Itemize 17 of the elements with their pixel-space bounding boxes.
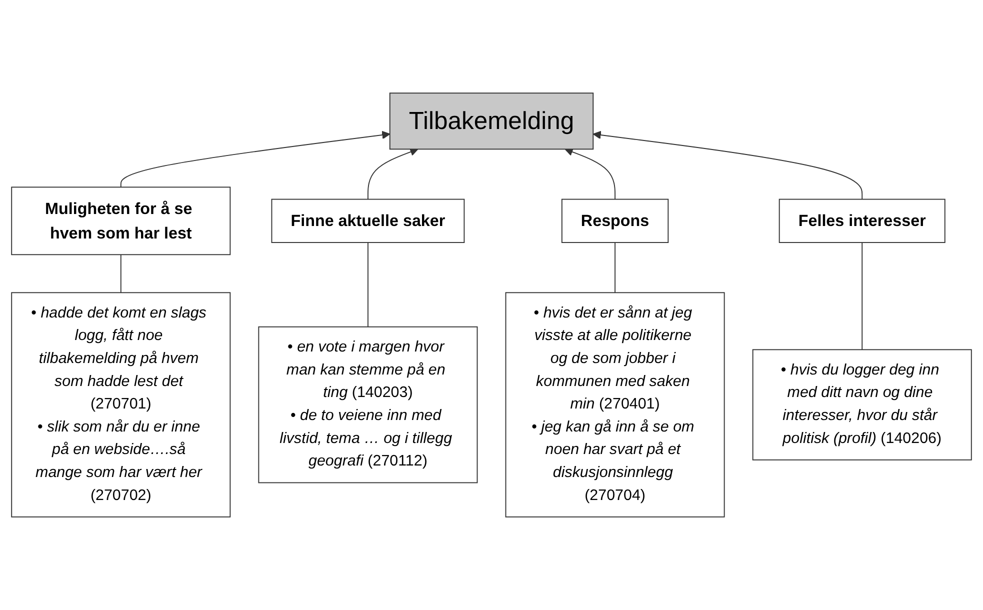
node-box: • hvis du logger deg inn med ditt navn og dine interesser, hvor du står politisk (profil) (140206) — [752, 349, 972, 460]
node-box: Tilbakemelding — [389, 92, 594, 150]
connector — [862, 242, 863, 350]
connector — [614, 242, 616, 294]
node-box: • hvis det er sånn at jeg visste at alle politikerne og de som jobber i kommunen med saken min (270401) • jeg kan gå inn å se om noen har svart på et diskusjonsinnlegg (270704) — [505, 292, 725, 518]
node-box: • en vote i margen hvor man kan stemme på en ting (140203) • de to veiene inn med livstid, tema … og i tillegg geografi (270112) — [258, 326, 478, 484]
node-box: Muligheten for å se hvem som har lest — [11, 186, 231, 256]
arrow — [120, 130, 390, 188]
node-box: Felles interesser — [778, 198, 946, 243]
arrow — [367, 148, 418, 200]
arrow — [564, 148, 616, 200]
node-box: Finne aktuelle saker — [271, 198, 465, 243]
arrow — [592, 130, 863, 200]
node-box: Respons — [561, 198, 669, 243]
node-box: • hadde det komt en slags logg, fått noe tilbakemelding på hvem som hadde lest det (270701) • slik som når du er inne på en webside….så mange som har vært her (270702) — [11, 292, 231, 518]
connector — [120, 254, 122, 294]
connector — [367, 242, 368, 328]
